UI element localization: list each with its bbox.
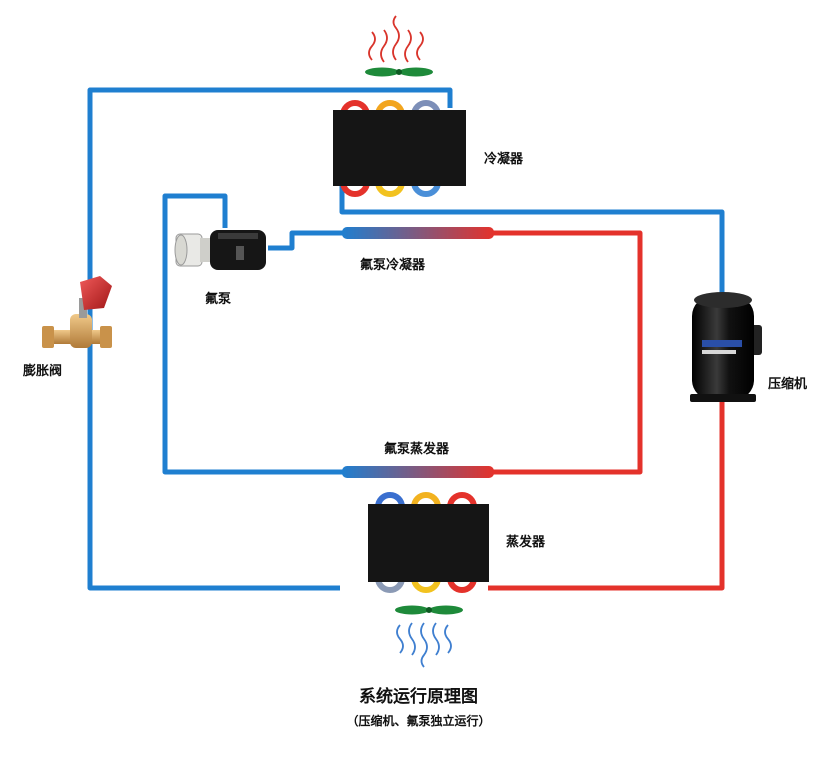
evaporator-fan-icon	[395, 605, 463, 615]
condenser-label: 冷凝器	[484, 152, 524, 167]
condenser-fan-icon	[365, 67, 433, 77]
main-loop-cold-line	[87, 87, 725, 591]
expansion-valve-label: 膨胀阀	[23, 364, 63, 379]
condenser-heat-waves	[368, 15, 424, 63]
main-loop-hot-line	[488, 400, 725, 591]
pump-condenser-gradient-pipe	[342, 227, 494, 239]
evaporator-coils	[375, 492, 477, 593]
pump-loop-hot-line	[490, 230, 643, 475]
diagram-subtitle: （压缩机、氟泵独立运行）	[346, 714, 491, 728]
fluorine-pump-icon	[174, 230, 266, 270]
evaporator-unit	[368, 504, 489, 582]
compressor-label: 压缩机	[768, 377, 808, 392]
pump-evaporator-label: 氟泵蒸发器	[384, 442, 450, 457]
pump-condenser-label: 氟泵冷凝器	[360, 258, 426, 273]
diagram-title: 系统运行原理图	[359, 687, 478, 707]
pump-evaporator-gradient-pipe	[342, 466, 494, 478]
evaporator-cold-waves	[396, 622, 452, 668]
expansion-valve-icon	[42, 276, 112, 348]
pump-loop-cold-line	[162, 193, 345, 475]
compressor-icon	[690, 292, 762, 402]
fluorine-pump-label: 氟泵	[205, 292, 232, 307]
condenser-unit	[333, 110, 466, 186]
evaporator-label: 蒸发器	[506, 535, 546, 550]
